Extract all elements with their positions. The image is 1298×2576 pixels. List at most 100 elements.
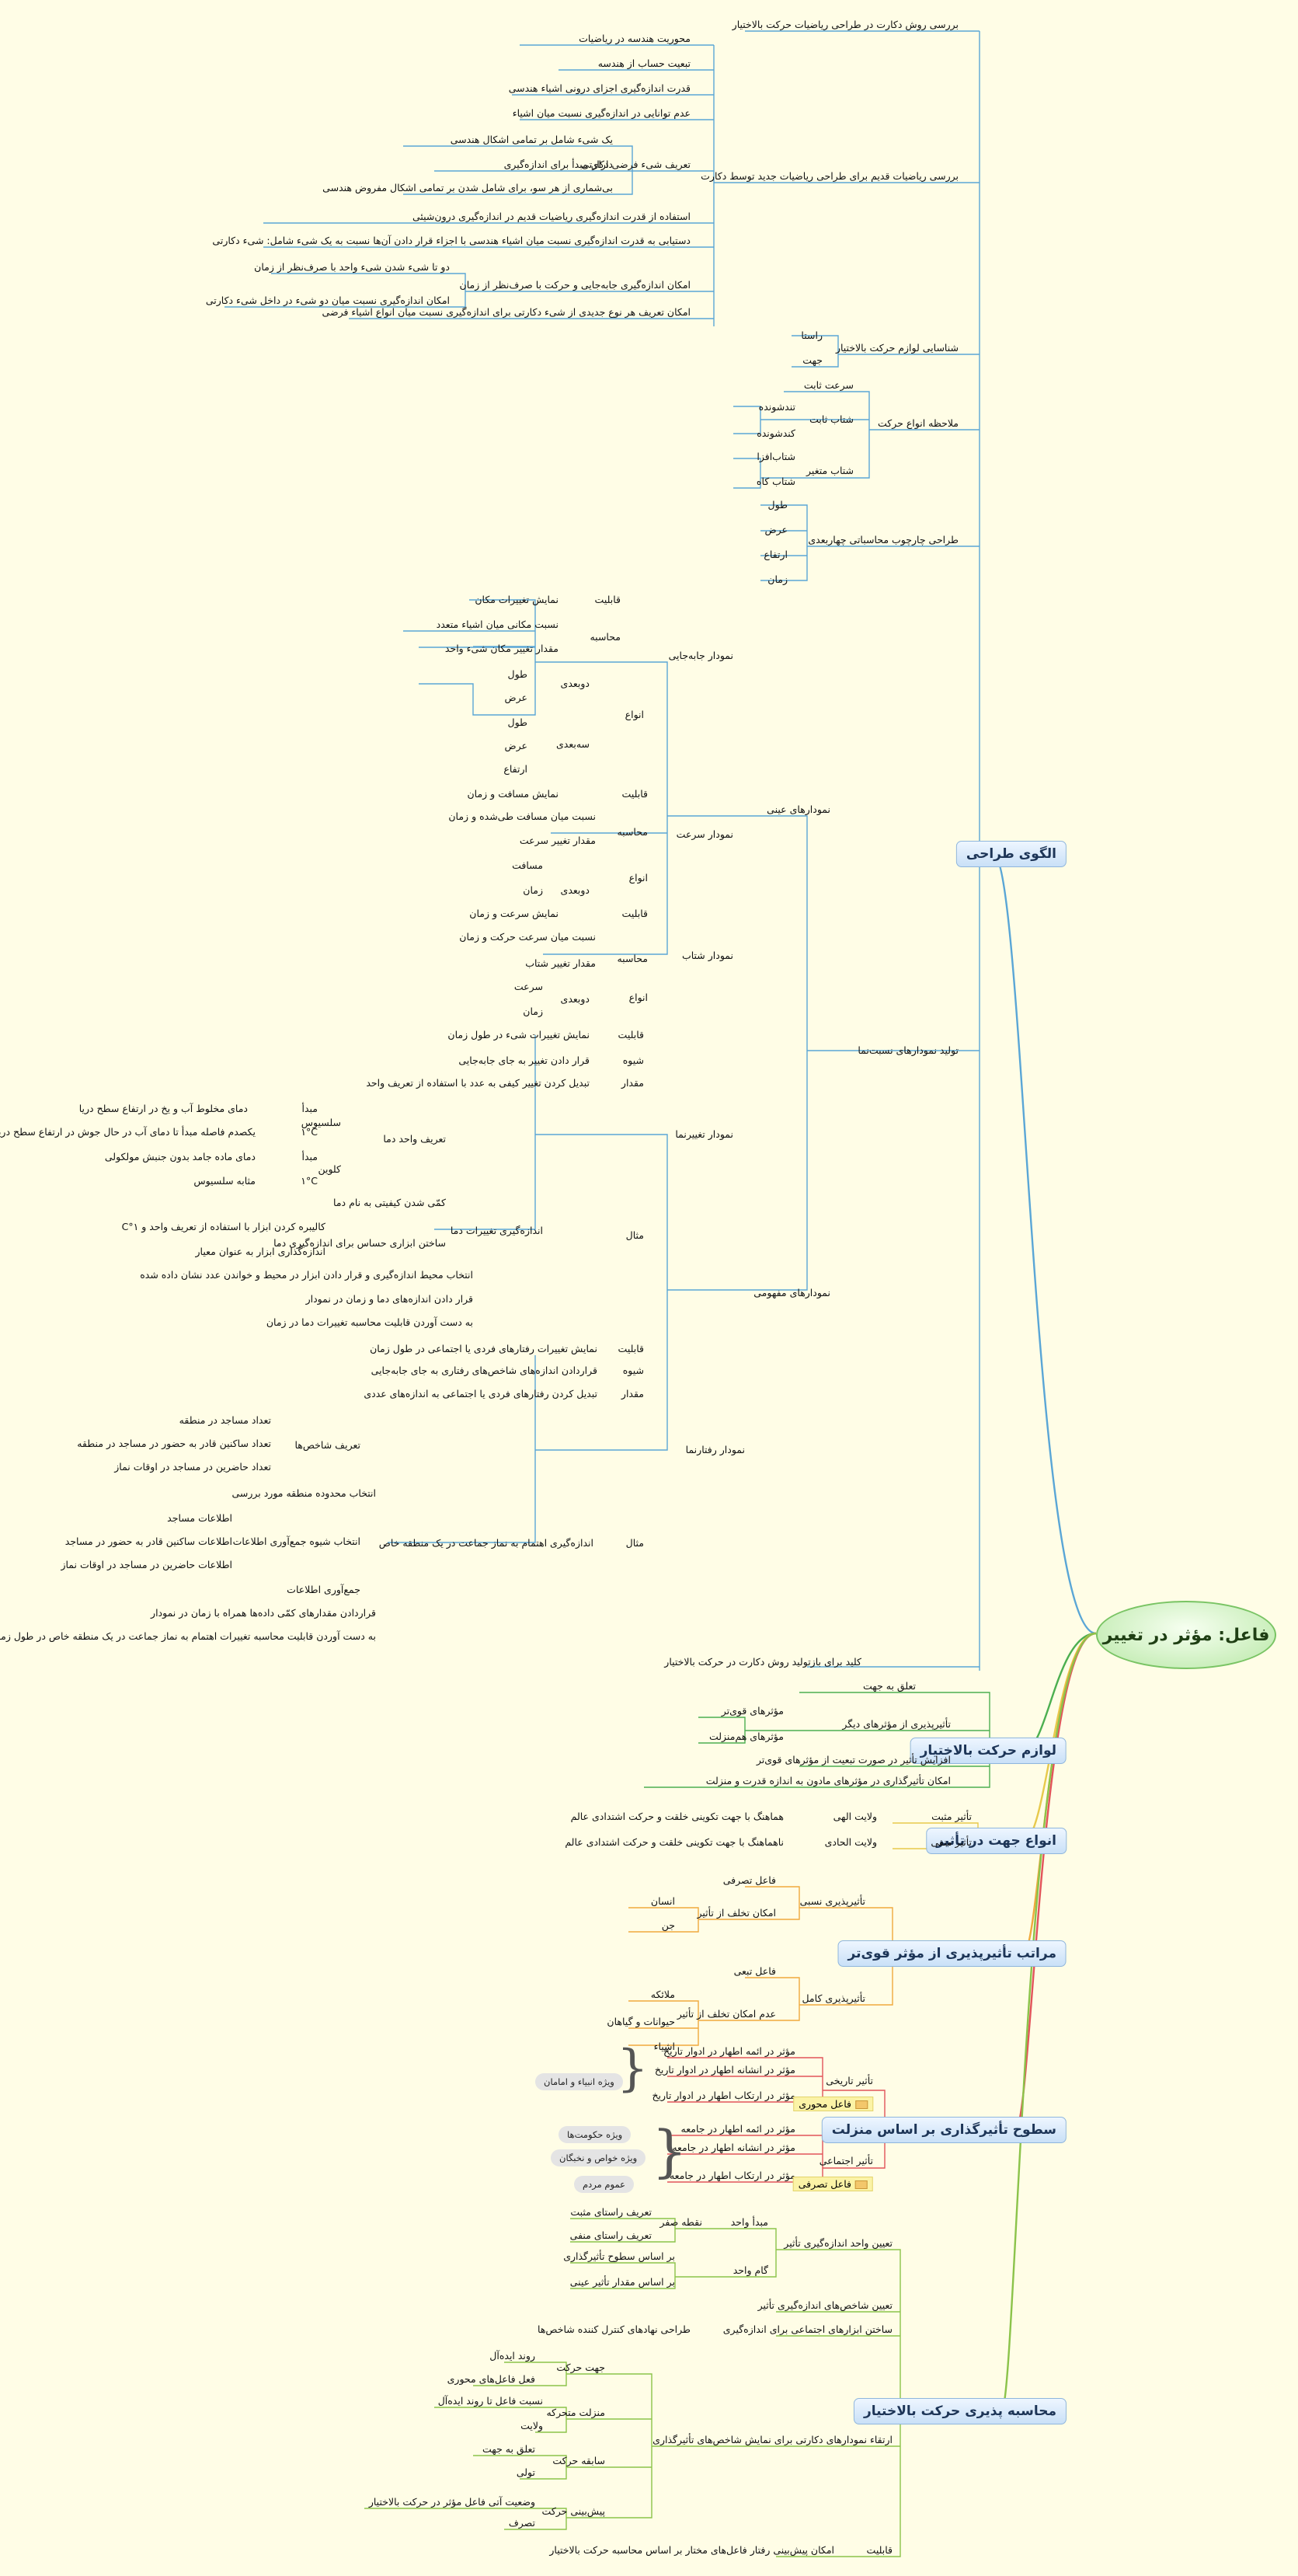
node-frame-d2[interactable]: عرض <box>765 524 788 535</box>
node-disp-types[interactable]: انواع <box>625 709 645 720</box>
node-behavior-i3[interactable]: تعداد حاضرین در مساجد در اوقات نماز <box>115 1461 272 1473</box>
node-behavior-k2[interactable]: اطلاعات ساکنین قادر به حضور در مساجد <box>65 1535 233 1547</box>
node-change-method-d[interactable]: قرار دادن تغییر به جای جابه‌جایی <box>459 1054 590 1066</box>
node-accel-2d[interactable]: دوبعدی <box>561 993 590 1005</box>
node-req-motion-a[interactable]: راستا <box>802 329 823 341</box>
node-celsius[interactable]: سلسیوس <box>301 1117 342 1128</box>
node-soc-h2[interactable]: مؤثر در انشانه اطهار در ادوار تاریخ <box>655 2064 796 2076</box>
node-req-r4[interactable]: امکان تأثیرگذاری در مؤثرهای مادون به اند… <box>706 1775 952 1786</box>
node-change-example[interactable]: مثال <box>626 1229 645 1241</box>
node-change-m4[interactable]: قرار دادن اندازه‌های دما و زمان در نمودا… <box>306 1293 474 1305</box>
node-behavior-method-d[interactable]: قراردادن اندازه‌های شاخص‌های رفتاری به ج… <box>371 1365 598 1376</box>
node-accel-time[interactable]: زمان <box>524 1006 544 1017</box>
node-kelvin-unit[interactable]: ۱°C <box>301 1175 318 1187</box>
node-descartes-l7[interactable]: دستیابی به قدرت اندازه‌گیری نسبت میان اش… <box>213 235 691 246</box>
node-speed-calc[interactable]: محاسبه <box>618 826 649 838</box>
node-lvl-full[interactable]: تأثیرپذیری کامل <box>802 1992 866 2004</box>
node-behavior-quantity[interactable]: مقدار <box>621 1388 645 1400</box>
node-req-r2[interactable]: تأثیرپذیری از مؤثرهای دیگر <box>843 1718 952 1730</box>
node-disp-2d-w[interactable]: عرض <box>505 692 528 703</box>
node-disp-2d[interactable]: دوبعدی <box>561 678 590 689</box>
node-calc-tools[interactable]: ساختن ابزارهای اجتماعی برای اندازه‌گیری <box>723 2323 893 2335</box>
node-celsius-origin[interactable]: مبدأ <box>302 1103 318 1114</box>
node-behavior-k3[interactable]: اطلاعات حاضرین در مساجد در اوقات نماز <box>61 1559 233 1570</box>
node-descartes-l4[interactable]: عدم توانایی در اندازه‌گیری نسبت میان اشی… <box>513 107 691 119</box>
node-req-r2a[interactable]: مؤثرهای قوی‌تر <box>722 1705 785 1717</box>
node-soc-soc[interactable]: تأثیر اجتماعی <box>820 2155 874 2166</box>
node-calc-step[interactable]: گام واحد <box>733 2264 769 2276</box>
node-change-def[interactable]: تعریف واحد دما <box>384 1133 447 1145</box>
node-disp-calc[interactable]: محاسبه <box>590 631 621 643</box>
node-motion-types[interactable]: ملاحظه انواع حرکت <box>879 417 959 429</box>
node-lvl-jinn[interactable]: جن <box>662 1919 676 1931</box>
node-behavior-i2[interactable]: تعداد ساکنین قادر به حضور در مساجد در من… <box>78 1438 272 1449</box>
node-speed-types[interactable]: انواع <box>629 872 649 884</box>
node-descartes-l3[interactable]: قدرت اندازه‌گیری اجزای درونی اشیاء هندسی <box>509 82 691 94</box>
node-speed-ability[interactable]: قابلیت <box>622 788 649 800</box>
node-req-r2b[interactable]: مؤثرهای هم‌منزلت <box>709 1731 785 1742</box>
main-node-levels[interactable]: مراتب تأثیرپذیری از مؤثر قوی‌تر <box>838 1940 1067 1967</box>
node-behavior-method[interactable]: شیوه <box>623 1365 645 1376</box>
node-lvl-rel[interactable]: تأثیرپذیری نسبی <box>800 1895 866 1907</box>
node-change-m3[interactable]: انتخاب محیط اندازه‌گیری و قرار دادن ابزا… <box>141 1269 474 1281</box>
node-calc-rank[interactable]: منزلت متحرکه <box>547 2407 606 2418</box>
node-change-m5[interactable]: به دست آوردن قابلیت محاسبه تغییرات دما د… <box>266 1316 474 1328</box>
pill-elite[interactable]: ویژه خواص و نخبگان <box>552 2149 647 2166</box>
node-lvl-active[interactable]: فاعل تصرفی <box>723 1874 777 1886</box>
node-behavior-i1[interactable]: تعداد مساجد در منطقه <box>179 1414 272 1426</box>
node-soc-h3[interactable]: مؤثر در ارتکاب اطهار در ادوار تاریخ <box>652 2090 796 2101</box>
node-dir-neg-w[interactable]: ولایت الحادی <box>825 1836 878 1848</box>
node-soc-hist[interactable]: تأثیر تاریخی <box>826 2075 874 2086</box>
node-calc-hist[interactable]: سابقه حرکت <box>553 2455 606 2466</box>
node-descartes-l6[interactable]: استفاده از قدرت اندازه‌گیری ریاضیات قدیم… <box>412 211 691 222</box>
node-descartes-l8a[interactable]: دو تا شیء شدن شیء واحد با صرف‌نظر از زما… <box>255 261 451 273</box>
node-calc-pred2[interactable]: تصرف <box>509 2517 536 2529</box>
node-soc-h1[interactable]: مؤثر در ائمه اطهار در ادوار تاریخ <box>664 2045 796 2057</box>
node-behavior-result[interactable]: به دست آوردن قابلیت محاسبه تغییرات اهتما… <box>0 1630 377 1642</box>
node-calc-charts[interactable]: ارتقاء نمودارهای دکارتی برای نمایش شاخص‌… <box>653 2434 893 2445</box>
node-lvl-things[interactable]: اشیاء <box>654 2041 676 2052</box>
node-kelvin-origin-d[interactable]: دمای ماده جامد بدون جنبش مولکولی <box>105 1151 256 1163</box>
node-speed-c1[interactable]: نسبت میان مسافت طی‌شده و زمان <box>449 810 597 822</box>
node-descartes-l8b[interactable]: امکان اندازه‌گیری نسبت میان دو شیء در دا… <box>206 295 451 306</box>
node-calc-origin[interactable]: مبدأ واحد <box>731 2216 769 2228</box>
node-change-ability-d[interactable]: نمایش تغییرات شیء در طول زمان <box>448 1029 590 1041</box>
node-soc-s3[interactable]: مؤثر در ارتکاب اطهار در جامعه <box>670 2170 796 2181</box>
node-behavior[interactable]: نمودار رفتارنما <box>686 1444 746 1455</box>
node-behavior-ex[interactable]: اندازه‌گیری اهتمام به نماز جماعت در یک م… <box>379 1537 594 1549</box>
node-calc-st2[interactable]: بر اساس مقدار تأثیر عینی <box>570 2276 676 2288</box>
main-node-social[interactable]: سطوح تأثیرگذاری بر اساس منزلت <box>822 2117 1067 2143</box>
node-change[interactable]: نمودار تغییرنما <box>676 1128 734 1140</box>
node-dir-pos-d[interactable]: هماهنگ با جهت تکوینی خلقت و حرکت اشتدادی… <box>571 1811 785 1822</box>
node-behavior-example[interactable]: مثال <box>626 1537 645 1549</box>
node-accel-ability[interactable]: قابلیت <box>622 908 649 919</box>
node-disp-3d-h[interactable]: ارتفاع <box>504 763 528 775</box>
node-calc-indicators[interactable]: تعیین شاخص‌های اندازه‌گیری تأثیر <box>758 2299 893 2311</box>
node-calc-dir1[interactable]: روند ایده‌آل <box>490 2350 536 2362</box>
node-change-method[interactable]: شیوه <box>623 1054 645 1066</box>
node-frame-d3[interactable]: ارتفاع <box>764 549 788 560</box>
node-behavior-collect[interactable]: انتخاب شیوه جمع‌آوری اطلاعات <box>233 1535 361 1547</box>
node-speed-c2[interactable]: مقدار تغییر سرعت <box>520 835 597 846</box>
node-calc-st1[interactable]: بر اساس سطوح تأثیرگذاری <box>564 2250 676 2262</box>
main-node-direction[interactable]: انواع جهت در تأثیر <box>927 1828 1067 1854</box>
node-kelvin[interactable]: کلوین <box>318 1163 342 1175</box>
node-dir-pos-w[interactable]: ولایت الهی <box>833 1811 878 1822</box>
node-behavior-ability[interactable]: قابلیت <box>618 1343 645 1354</box>
node-lvl-possible[interactable]: امکان تخلف از تأثیر <box>698 1907 777 1919</box>
node-dir-pos[interactable]: تأثیر مثبت <box>932 1811 973 1822</box>
node-change-m2[interactable]: ساختن ابزاری حساس برای اندازه‌گیری دما <box>274 1237 447 1249</box>
node-dir-neg[interactable]: تأثیر منفی <box>931 1836 973 1848</box>
node-behavior-area[interactable]: انتخاب محدوده منطقه مورد بررسی <box>232 1487 377 1499</box>
node-behavior-k1[interactable]: اطلاعات مساجد <box>168 1512 233 1524</box>
node-descartes-l5[interactable]: تعریف شیء فرضی دکارتی <box>582 159 691 170</box>
node-motion-a3[interactable]: شتاب‌افزا <box>757 451 796 462</box>
node-descartes-key[interactable]: کلید برای بازتولید روش دکارت در حرکت بال… <box>665 1656 862 1668</box>
node-calc-pred1[interactable]: وضعیت آتی فاعل مؤثر در حرکت بالاختیار <box>369 2496 536 2508</box>
node-calc-tools-d[interactable]: طراحی نهادهای کنترل کننده شاخص‌ها <box>538 2323 691 2335</box>
node-calc-zero[interactable]: نقطه صفر <box>660 2216 703 2228</box>
node-calc-ability[interactable]: قابلیت <box>867 2544 893 2556</box>
node-calc-z2[interactable]: تعریف راستای منفی <box>570 2229 652 2241</box>
node-speed-ability-d[interactable]: نمایش مسافت و زمان <box>468 788 559 800</box>
node-calc-unit[interactable]: تعیین واحد اندازه‌گیری تأثیر <box>785 2237 893 2249</box>
